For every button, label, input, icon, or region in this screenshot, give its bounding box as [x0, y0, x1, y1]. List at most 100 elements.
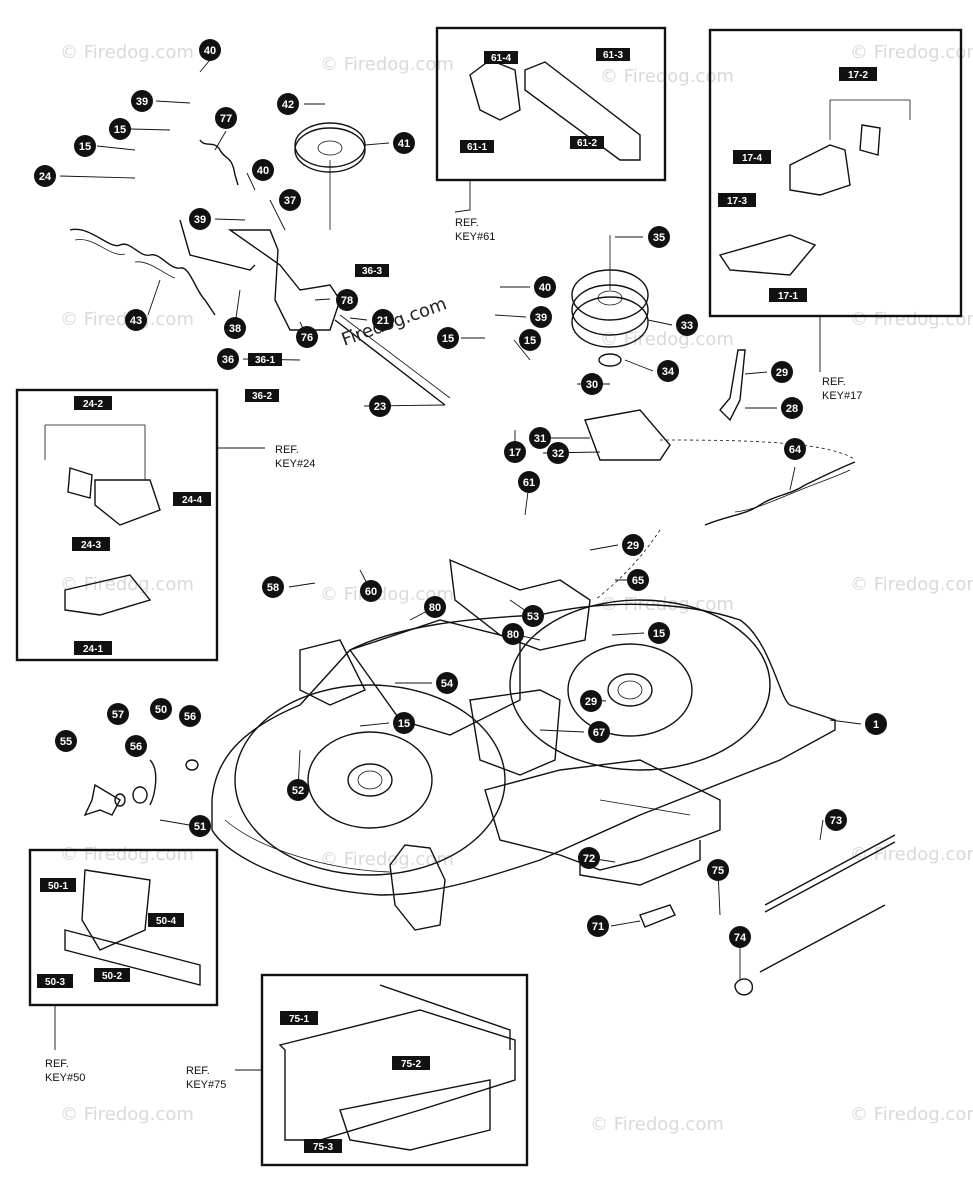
key-callout-78: 78 [336, 289, 358, 311]
key-callout-40: 40 [252, 159, 274, 181]
key-callout-circle [125, 735, 147, 757]
key-callout-label: 34 [662, 366, 675, 378]
key-callout-label: 51 [194, 821, 206, 833]
sublabel-17-4: 17-4 [733, 150, 771, 164]
watermark: © Firedog.com [590, 1114, 724, 1135]
key-callout-37: 37 [279, 189, 301, 211]
key-callout-39: 39 [189, 208, 211, 230]
key-callout-label: 31 [534, 433, 546, 445]
key-callout-circle [588, 721, 610, 743]
key-callout-24: 24 [34, 165, 56, 187]
sublabel-61-3: 61-3 [596, 48, 630, 61]
sub-labels: 36-3 36-1 36-2 61-4 61-3 61-1 61-2 17-2 … [37, 48, 877, 1153]
key-callout-52: 52 [287, 779, 309, 801]
key-callout-label: 15 [79, 141, 91, 153]
ref75-line2: KEY#75 [186, 1079, 226, 1091]
key-callout-label: 57 [112, 709, 124, 721]
key-callout-label: 80 [507, 629, 519, 641]
key-callout-label: 71 [592, 921, 604, 933]
key-callout-circle [436, 672, 458, 694]
key-callout-73: 73 [825, 809, 847, 831]
svg-text:24-2: 24-2 [83, 399, 103, 410]
key-callout-label: 61 [523, 477, 535, 489]
watermark: © Firedog.com [850, 574, 973, 595]
key-callout-circle [393, 132, 415, 154]
key-callout-label: 58 [267, 582, 279, 594]
key-callout-circle [199, 39, 221, 61]
key-callout-75: 75 [707, 859, 729, 881]
key-callout-label: 53 [527, 611, 539, 623]
svg-text:75-1: 75-1 [289, 1014, 309, 1025]
svg-text:36-1: 36-1 [255, 355, 275, 366]
key-callout-60: 60 [360, 580, 382, 602]
key-callouts: 4039157715244241403739433878762136234039… [34, 39, 887, 948]
key-callout-circle [784, 438, 806, 460]
key-callout-circle [578, 847, 600, 869]
ref61-line2: KEY#61 [455, 231, 495, 243]
hitch-plate [484, 759, 721, 871]
key-callout-17: 17 [504, 441, 526, 463]
sublabel-24-1: 24-1 [74, 641, 112, 655]
key-callout-50: 50 [150, 698, 172, 720]
ref24-line1: REF. [275, 444, 299, 456]
key-callout-circle [360, 580, 382, 602]
key-callout-77: 77 [215, 107, 237, 129]
key-callout-label: 38 [229, 323, 241, 335]
key-callout-15: 15 [519, 329, 541, 351]
svg-text:17-3: 17-3 [727, 196, 747, 207]
key-callout-15: 15 [648, 622, 670, 644]
key-callout-circle [74, 135, 96, 157]
key-callout-label: 72 [583, 853, 595, 865]
key-callout-circle [648, 226, 670, 248]
key-callout-circle [279, 189, 301, 211]
key-callout-74: 74 [729, 926, 751, 948]
key-callout-circle [34, 165, 56, 187]
key-callout-circle [580, 690, 602, 712]
right-spindle-housing [509, 599, 771, 771]
key-callout-label: 24 [39, 171, 52, 183]
key-callout-label: 56 [184, 711, 196, 723]
key-callout-circle [224, 317, 246, 339]
watermark: © Firedog.com [850, 42, 973, 63]
key-callout-circle [150, 698, 172, 720]
key-callout-label: 29 [585, 696, 597, 708]
key-callout-circle [529, 427, 551, 449]
key-callout-circle [502, 623, 524, 645]
key-callout-label: 21 [377, 315, 389, 327]
key-callout-80: 80 [502, 623, 524, 645]
inset-box-50 [28, 848, 219, 1007]
sublabel-75-3: 75-3 [304, 1139, 342, 1153]
key-callout-circle [581, 373, 603, 395]
ref17-line1: REF. [822, 376, 846, 388]
key-callout-label: 23 [374, 401, 386, 413]
key-callout-circle [676, 314, 698, 336]
sublabel-24-4: 24-4 [173, 492, 211, 506]
svg-text:61-2: 61-2 [577, 138, 597, 149]
key-callout-30: 30 [581, 373, 603, 395]
key-callout-58: 58 [262, 576, 284, 598]
key-callout-label: 43 [130, 315, 142, 327]
key-callout-circle [55, 730, 77, 752]
ref-leaders [54, 180, 821, 1071]
sublabel-61-1: 61-1 [460, 140, 494, 153]
key-callout-circle [277, 93, 299, 115]
sublabel-61-2: 61-2 [570, 136, 604, 149]
key-callout-80: 80 [424, 596, 446, 618]
watermark: © Firedog.com [850, 309, 973, 330]
key-callout-label: 65 [632, 575, 644, 587]
key-callout-28: 28 [781, 397, 803, 419]
key-callout-53: 53 [522, 605, 544, 627]
key-callout-72: 72 [578, 847, 600, 869]
svg-text:17-2: 17-2 [848, 70, 868, 81]
key-callout-circle [648, 622, 670, 644]
svg-text:50-1: 50-1 [48, 881, 68, 892]
key-callout-circle [825, 809, 847, 831]
key-callout-circle [131, 90, 153, 112]
svg-text:50-4: 50-4 [156, 916, 176, 927]
rod-73 [764, 834, 896, 906]
svg-text:50-2: 50-2 [102, 971, 122, 982]
key-callout-circle [107, 703, 129, 725]
key-callout-15: 15 [109, 118, 131, 140]
key-callout-51: 51 [189, 815, 211, 837]
key-callout-33: 33 [676, 314, 698, 336]
